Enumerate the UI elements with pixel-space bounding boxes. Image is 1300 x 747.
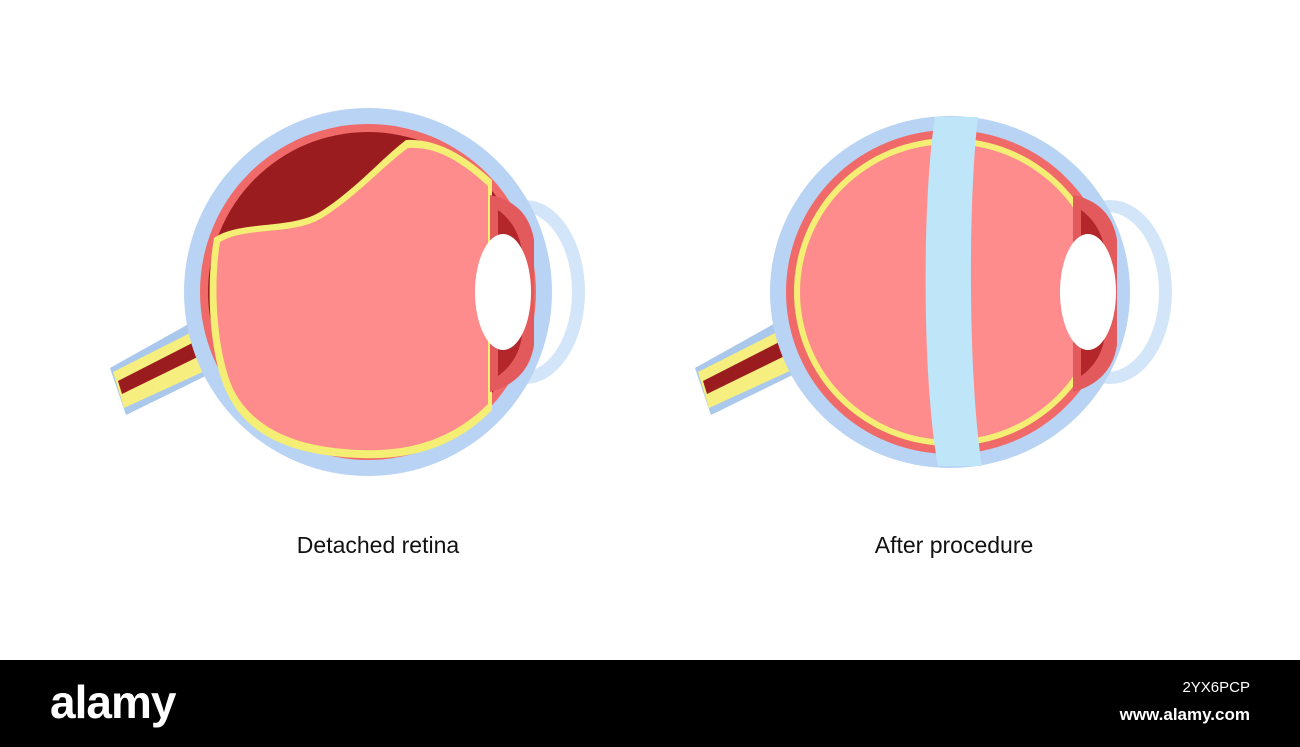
caption-after-procedure: After procedure [874,532,1034,558]
scleral-buckle-band [925,117,982,466]
image-id: 2YX6PCP [1182,679,1250,696]
vitreous-body [216,147,488,451]
alamy-logo: alamy [50,676,176,728]
lens [1060,234,1116,350]
caption-detached-retina: Detached retina [296,532,460,558]
eye-detached-retina [110,108,585,476]
site-url: www.alamy.com [1119,705,1250,724]
footer-bar: alamy 2YX6PCP www.alamy.com [0,660,1300,747]
diagram-canvas [110,108,1172,476]
eye-after-procedure [695,116,1172,468]
lens [475,234,531,350]
